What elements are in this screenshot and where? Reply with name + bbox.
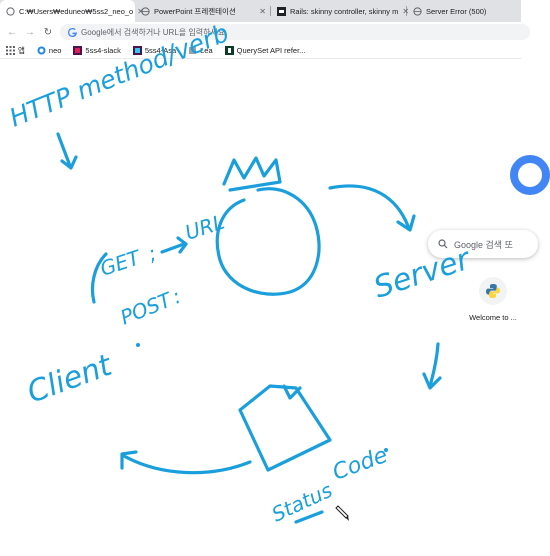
ink-annotation-layer: HTTP method/verb GET ; URL POST : Client… bbox=[5, 18, 476, 526]
annotation-url: URL bbox=[182, 210, 227, 245]
address-bar-text: Google에서 검색하거나 URL을 입력하세요. bbox=[81, 27, 228, 37]
toolbar: ← → ↻ Google에서 검색하거나 URL을 입력하세요. bbox=[0, 22, 530, 42]
new-tab-page: Google 검색 또 Welcome to ... bbox=[0, 59, 550, 556]
bookmark-label: 5ss4-slack bbox=[85, 45, 121, 55]
status-underline bbox=[294, 510, 324, 524]
back-arrow-icon[interactable]: ← bbox=[7, 26, 17, 38]
bookmark-slack[interactable]: 5ss4-slack bbox=[73, 45, 121, 55]
neo-icon bbox=[37, 46, 46, 55]
ink-dot bbox=[384, 448, 388, 452]
annotation-title: HTTP method/verb bbox=[5, 18, 233, 132]
tab-title: Server Error (500) bbox=[426, 6, 487, 16]
tab-rails[interactable]: Rails: skinny controller, skinny m ✕ bbox=[271, 0, 410, 22]
ink-dot bbox=[136, 343, 140, 347]
bookmark-icon bbox=[188, 46, 197, 55]
bookmark-neo[interactable]: neo bbox=[37, 45, 62, 55]
bookmark-label: 5ss4-Asa bbox=[144, 45, 177, 55]
reload-icon[interactable]: ↻ bbox=[43, 26, 53, 38]
bookmark-label: QuerySet API refer... bbox=[236, 45, 306, 55]
google-search-placeholder: Google 검색 또 bbox=[454, 239, 513, 250]
close-icon[interactable]: ✕ bbox=[402, 6, 410, 16]
django-icon bbox=[224, 45, 234, 55]
bookmark-label: 앱 bbox=[18, 45, 25, 55]
tab-powerpoint[interactable]: PowerPoint 프레젠테이션 ✕ bbox=[135, 0, 270, 22]
response-arrow bbox=[122, 454, 252, 475]
annotation-client: Client bbox=[23, 348, 118, 411]
google-search-box[interactable]: Google 검색 또 bbox=[428, 230, 538, 258]
get-url-arrow bbox=[160, 236, 188, 254]
bookmark-lea[interactable]: Lea bbox=[188, 46, 213, 55]
server-down-arrowhead bbox=[422, 372, 442, 390]
left-bracket bbox=[90, 252, 108, 304]
annotation-server: Server bbox=[370, 241, 476, 305]
globe-icon bbox=[141, 6, 150, 16]
bookmarks-bar: 앱 neo 5ss4-slack 5ss4-Asa Lea QuerySet A… bbox=[0, 42, 521, 59]
bookmark-apps[interactable]: 앱 bbox=[6, 45, 25, 56]
tab-divider bbox=[406, 6, 407, 16]
annotation-code: Code bbox=[330, 443, 391, 486]
file-icon bbox=[6, 6, 15, 16]
tab-title: C:₩Users₩eduneo₩5ss2_neo_o bbox=[19, 6, 134, 16]
resource-circle bbox=[215, 187, 321, 296]
request-arrow bbox=[328, 184, 410, 228]
python-icon bbox=[479, 277, 507, 305]
tab-divider bbox=[270, 6, 271, 16]
asana-icon bbox=[132, 45, 142, 55]
server-down-arrow bbox=[428, 342, 440, 388]
close-icon[interactable]: ✕ bbox=[259, 6, 266, 16]
bookmark-asana[interactable]: 5ss4-Asa bbox=[132, 45, 177, 55]
title-arrow bbox=[56, 132, 72, 168]
close-icon[interactable]: ✕ bbox=[137, 6, 144, 16]
annotation-get-separator: ; bbox=[145, 241, 159, 266]
title-arrowhead bbox=[60, 155, 78, 170]
shortcut-tile[interactable]: Welcome to ... bbox=[466, 277, 520, 322]
response-document bbox=[238, 384, 332, 472]
bookmark-label: neo bbox=[48, 45, 62, 55]
site-icon bbox=[277, 6, 286, 16]
globe-icon bbox=[413, 6, 422, 16]
response-document-fold bbox=[282, 384, 302, 400]
request-arrowhead bbox=[396, 214, 416, 232]
bookmark-label: Lea bbox=[200, 45, 213, 55]
slack-icon bbox=[73, 45, 83, 55]
address-bar[interactable]: Google에서 검색하거나 URL을 입력하세요. bbox=[60, 24, 530, 40]
search-icon bbox=[438, 239, 448, 249]
tab-title: PowerPoint 프레젠테이션 bbox=[154, 6, 236, 16]
tab-local-file[interactable]: C:₩Users₩eduneo₩5ss2_neo_o ✕ bbox=[0, 0, 144, 22]
google-logo bbox=[510, 155, 550, 195]
crown-shape bbox=[222, 156, 282, 192]
shortcut-label: Welcome to ... bbox=[469, 313, 517, 322]
tab-title: Rails: skinny controller, skinny m bbox=[290, 6, 399, 16]
apps-grid-icon bbox=[6, 45, 15, 55]
response-arrowhead bbox=[120, 450, 138, 470]
annotation-get: GET bbox=[97, 245, 144, 281]
forward-arrow-icon[interactable]: → bbox=[25, 26, 35, 38]
tab-strip: C:₩Users₩eduneo₩5ss2_neo_o ✕ PowerPoint … bbox=[0, 0, 521, 22]
pen-cursor-icon bbox=[335, 505, 349, 521]
bookmark-queryset[interactable]: QuerySet API refer... bbox=[224, 45, 306, 55]
google-g-icon bbox=[68, 27, 77, 37]
tab-server-error[interactable]: Server Error (500) bbox=[407, 0, 515, 22]
annotation-post: POST bbox=[117, 287, 177, 330]
